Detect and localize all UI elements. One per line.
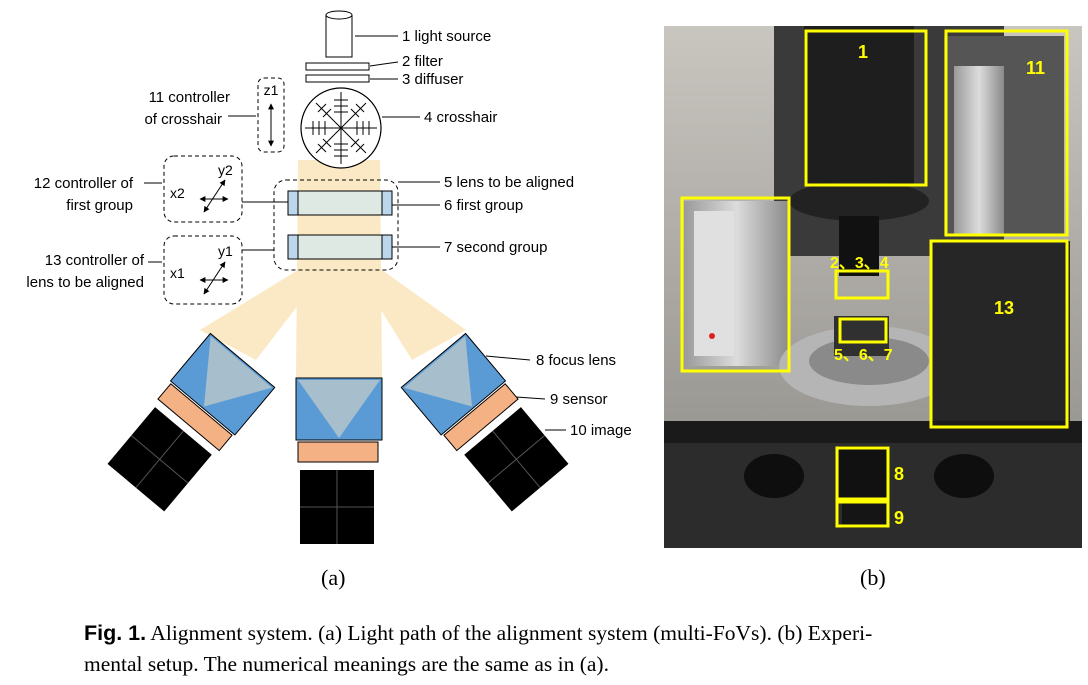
box-label-11: 11 bbox=[1026, 58, 1045, 78]
prism-center bbox=[298, 380, 380, 438]
leader-lines bbox=[144, 35, 566, 431]
box-11 bbox=[944, 29, 1069, 237]
label-sensor: 9 sensor bbox=[550, 391, 608, 408]
box-label-9: 9 bbox=[894, 508, 904, 528]
sensor-right bbox=[443, 383, 519, 452]
prism-right bbox=[404, 336, 472, 407]
caption-fig-label: Fig. 1. bbox=[84, 621, 147, 645]
crosshair-controller-box bbox=[257, 77, 285, 153]
caption-line-1: Fig. 1. Alignment system. (a) Light path… bbox=[84, 618, 1044, 649]
sensor-center bbox=[297, 441, 379, 463]
axis-y1: y1 bbox=[218, 243, 233, 259]
label-diffuser: 3 diffuser bbox=[402, 71, 463, 88]
lens-controller-box bbox=[163, 235, 243, 305]
sensor-left bbox=[157, 383, 233, 452]
y1-arrow bbox=[203, 261, 226, 295]
figure-caption: Fig. 1. Alignment system. (a) Light path… bbox=[84, 618, 1044, 680]
label-filter: 2 filter bbox=[402, 53, 443, 70]
camera-right bbox=[400, 332, 569, 512]
label-ctrl-first-2: first group bbox=[66, 197, 133, 214]
box-label-1: 1 bbox=[858, 42, 868, 62]
label-focus-lens: 8 focus lens bbox=[536, 352, 616, 369]
box-label-13: 13 bbox=[994, 298, 1014, 318]
crosshair-disc bbox=[300, 87, 382, 169]
label-ctrl-lens-1: 13 controller of bbox=[45, 252, 145, 269]
label-second-group: 7 second group bbox=[444, 239, 547, 256]
box-left-actuator bbox=[680, 196, 791, 373]
caption-line-2: mental setup. The numerical meanings are… bbox=[84, 652, 609, 676]
label-first-group: 6 first group bbox=[444, 197, 523, 214]
diffuser-plate bbox=[305, 74, 370, 83]
label-crosshair: 4 crosshair bbox=[424, 109, 497, 126]
subfigure-label-b: (b) bbox=[860, 565, 886, 590]
axis-y2: y2 bbox=[218, 162, 233, 178]
axis-x1: x1 bbox=[170, 265, 185, 281]
second-group-lens bbox=[287, 234, 393, 260]
prism-left bbox=[204, 336, 272, 407]
light-path-diagram: z1 x2 y2 x1 y1 bbox=[26, 10, 632, 544]
label-lens-aligned: 5 lens to be aligned bbox=[444, 174, 574, 191]
axis-z1: z1 bbox=[264, 82, 279, 98]
label-light-source: 1 light source bbox=[402, 28, 491, 45]
box-5-6-7 bbox=[838, 317, 888, 344]
label-ctrl-lens-2: lens to be aligned bbox=[26, 274, 144, 291]
lens-aligned-frame bbox=[273, 179, 399, 271]
box-9 bbox=[835, 500, 890, 528]
axis-x2: x2 bbox=[170, 185, 185, 201]
box-label-5-6-7: 5、6、7 bbox=[834, 347, 893, 364]
filter-plate bbox=[305, 62, 370, 71]
box-2-3-4 bbox=[834, 269, 890, 300]
box-1 bbox=[804, 29, 928, 187]
beam-right bbox=[356, 270, 466, 360]
box-label-2-3-4: 2、3、4 bbox=[830, 255, 889, 272]
box-8 bbox=[835, 446, 890, 501]
label-ctrl-crosshair-1: 11 controller bbox=[149, 89, 230, 106]
label-ctrl-first-1: 12 controller of bbox=[34, 175, 134, 192]
camera-left bbox=[107, 332, 276, 512]
y2-arrow bbox=[203, 179, 226, 213]
beam-left bbox=[200, 270, 325, 360]
subfigure-label-a: (a) bbox=[321, 565, 346, 590]
light-source bbox=[325, 10, 353, 58]
label-ctrl-crosshair-2: of crosshair bbox=[144, 111, 222, 128]
label-image: 10 image bbox=[570, 422, 632, 439]
experimental-setup-photo: 1 11 2、3、4 5、6、7 13 8 9 bbox=[664, 26, 1082, 548]
camera-center bbox=[295, 377, 383, 544]
first-group-controller-box bbox=[163, 155, 243, 223]
box-label-8: 8 bbox=[894, 464, 904, 484]
caption-text-1: Alignment system. (a) Light path of the … bbox=[150, 621, 873, 645]
box-13 bbox=[929, 239, 1069, 429]
first-group-lens bbox=[287, 190, 393, 216]
